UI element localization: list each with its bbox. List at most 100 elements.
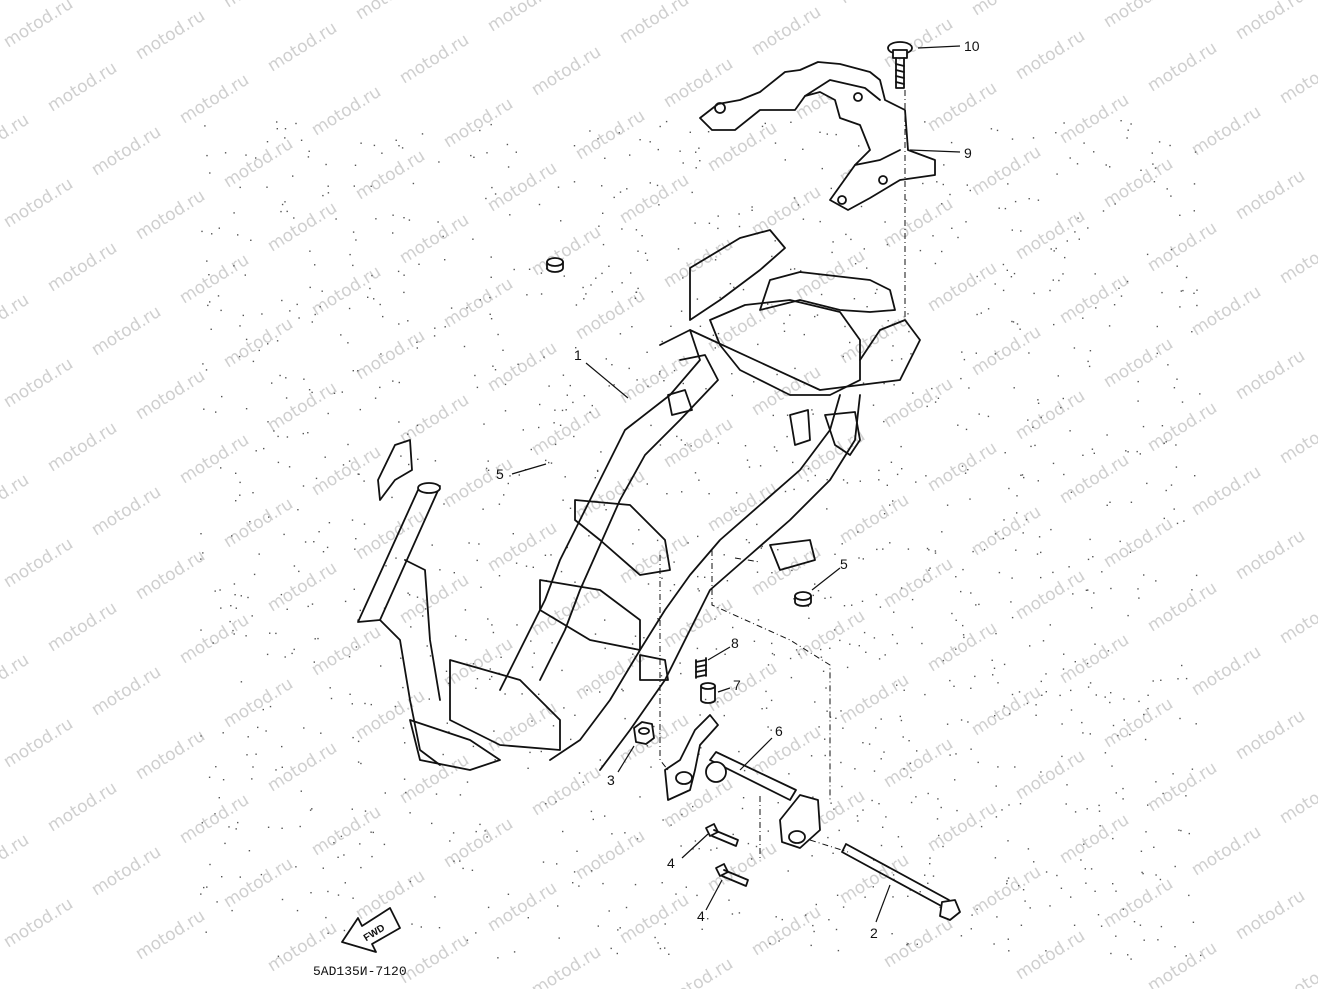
- speckle-dot: [1037, 480, 1039, 482]
- speckle-dot: [1007, 840, 1009, 842]
- speckle-dot: [482, 508, 484, 510]
- watermark-text: motod.ru: [748, 362, 825, 420]
- speckle-dot: [1159, 878, 1162, 881]
- speckle-dot: [892, 874, 895, 876]
- speckle-dot: [403, 274, 405, 276]
- speckle-dot: [258, 349, 260, 352]
- speckle-dot: [793, 268, 796, 270]
- speckle-dot: [786, 435, 788, 438]
- speckle-dot: [303, 727, 305, 729]
- speckle-dot: [701, 928, 703, 930]
- speckle-dot: [879, 606, 882, 608]
- speckle-dot: [416, 341, 418, 343]
- speckle-dot: [1007, 183, 1009, 185]
- speckle-dot: [658, 204, 660, 206]
- speckle-dot: [1112, 724, 1115, 727]
- speckle-dot: [321, 290, 323, 292]
- watermark-text: motod.ru: [528, 402, 605, 460]
- speckle-dot: [932, 875, 935, 877]
- speckle-dot: [972, 550, 974, 553]
- speckle-dot: [1073, 924, 1076, 926]
- speckle-dot: [569, 384, 571, 387]
- speckle-dot: [1162, 792, 1164, 795]
- speckle-dot: [1158, 141, 1161, 143]
- speckle-dot: [1063, 653, 1065, 655]
- speckle-dot: [771, 572, 773, 574]
- speckle-dot: [443, 503, 445, 505]
- speckle-dot: [539, 403, 541, 406]
- speckle-dot: [295, 122, 297, 125]
- speckle-dot: [504, 383, 507, 386]
- speckle-dot: [216, 901, 218, 903]
- speckle-dot: [491, 186, 493, 189]
- speckle-dot: [1024, 900, 1026, 902]
- speckle-dot: [770, 729, 772, 731]
- watermark-text: motod.ru: [880, 734, 957, 792]
- speckle-dot: [604, 815, 606, 817]
- speckle-dot: [245, 338, 248, 341]
- speckle-dot: [1114, 203, 1116, 205]
- watermark-text: motod.ru: [660, 954, 737, 989]
- speckle-dot: [892, 500, 894, 502]
- speckle-dot: [283, 533, 285, 536]
- speckle-dot: [784, 490, 787, 493]
- speckle-dot: [943, 164, 945, 166]
- speckle-dot: [268, 516, 270, 518]
- speckle-dot: [995, 816, 998, 818]
- leader-lines: [511, 45, 961, 923]
- speckle-dot: [553, 422, 555, 424]
- speckle-dot: [664, 923, 666, 925]
- speckle-dot: [646, 351, 648, 353]
- speckle-dot: [664, 947, 666, 949]
- speckle-dot: [926, 405, 928, 408]
- speckle-dot: [1019, 803, 1022, 805]
- speckle-dot: [574, 714, 576, 716]
- speckle-dot: [756, 523, 758, 526]
- watermark-text: motod.ru: [132, 6, 209, 64]
- speckle-dot: [417, 458, 419, 460]
- watermark-text: motod.ru: [924, 78, 1001, 136]
- speckle-dot: [961, 465, 964, 467]
- speckle-dot: [856, 815, 859, 817]
- speckle-dot: [658, 373, 661, 375]
- speckle-dot: [452, 832, 455, 834]
- speckle-dot: [820, 648, 822, 651]
- speckle-dot: [502, 349, 504, 351]
- speckle-dot: [630, 272, 632, 274]
- speckle-dot: [335, 218, 337, 220]
- speckle-dot: [276, 340, 279, 342]
- speckle-dot: [403, 778, 406, 780]
- speckle-dot: [1040, 416, 1042, 419]
- speckle-dot: [237, 821, 239, 824]
- watermark-text: motod.ru: [440, 814, 517, 872]
- speckle-dot: [1179, 306, 1181, 308]
- grommet-part-5-lower: [794, 591, 812, 607]
- speckle-dot: [647, 583, 650, 585]
- speckle-dot: [462, 867, 464, 870]
- speckle-dot: [925, 475, 927, 477]
- speckle-dot: [901, 468, 903, 470]
- speckle-dot: [325, 916, 327, 919]
- speckle-dot: [649, 182, 651, 184]
- watermark-text: motod.ru: [660, 594, 737, 652]
- speckle-dot: [738, 225, 741, 228]
- speckle-dot: [1028, 198, 1030, 200]
- speckle-dot: [735, 492, 738, 494]
- watermark-text: motod.ru: [1276, 950, 1318, 989]
- speckle-dot: [275, 632, 277, 635]
- speckle-dot: [1179, 717, 1181, 720]
- watermark-text: motod.ru: [1276, 770, 1318, 828]
- speckle-dot: [296, 303, 298, 306]
- speckle-dot: [322, 867, 324, 869]
- speckle-dot: [424, 608, 427, 610]
- speckle-dot: [1089, 538, 1091, 541]
- speckle-dot: [347, 342, 349, 344]
- speckle-dot: [1045, 871, 1048, 873]
- speckle-dot: [1069, 157, 1071, 159]
- speckle-dot: [560, 220, 562, 222]
- speckle-dot: [253, 573, 256, 576]
- speckle-dot: [1110, 952, 1112, 955]
- speckle-dot: [385, 565, 387, 567]
- speckle-dot: [893, 611, 895, 613]
- speckle-dot: [1138, 700, 1140, 703]
